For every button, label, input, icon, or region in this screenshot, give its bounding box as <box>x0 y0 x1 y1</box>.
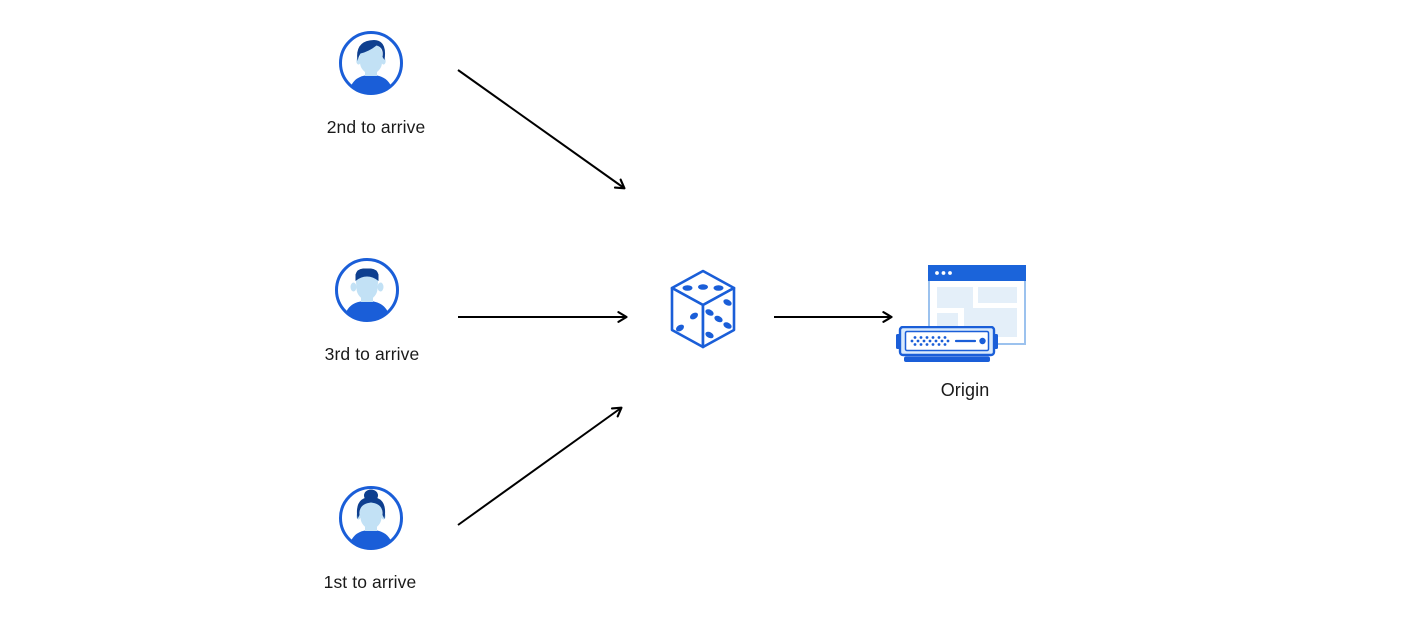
node-user-bottom <box>338 485 404 551</box>
node-user-middle <box>334 257 400 323</box>
user-bottom-label: 1st to arrive <box>323 572 417 592</box>
user-middle-label: 3rd to arrive <box>324 344 420 364</box>
arrow-user-top-to-dice <box>457 69 626 190</box>
server-icon <box>896 326 998 362</box>
node-user-top <box>338 30 404 96</box>
dice-icon <box>670 269 736 349</box>
male-avatar-icon <box>339 31 403 95</box>
arrow-user-bottom-to-dice <box>457 406 623 526</box>
origin-server <box>895 326 999 364</box>
node-dice <box>668 268 738 350</box>
female-avatar-icon <box>339 486 403 550</box>
origin-label: Origin <box>940 380 990 400</box>
male-avatar-icon <box>335 258 399 322</box>
user-top-label: 2nd to arrive <box>326 117 426 137</box>
